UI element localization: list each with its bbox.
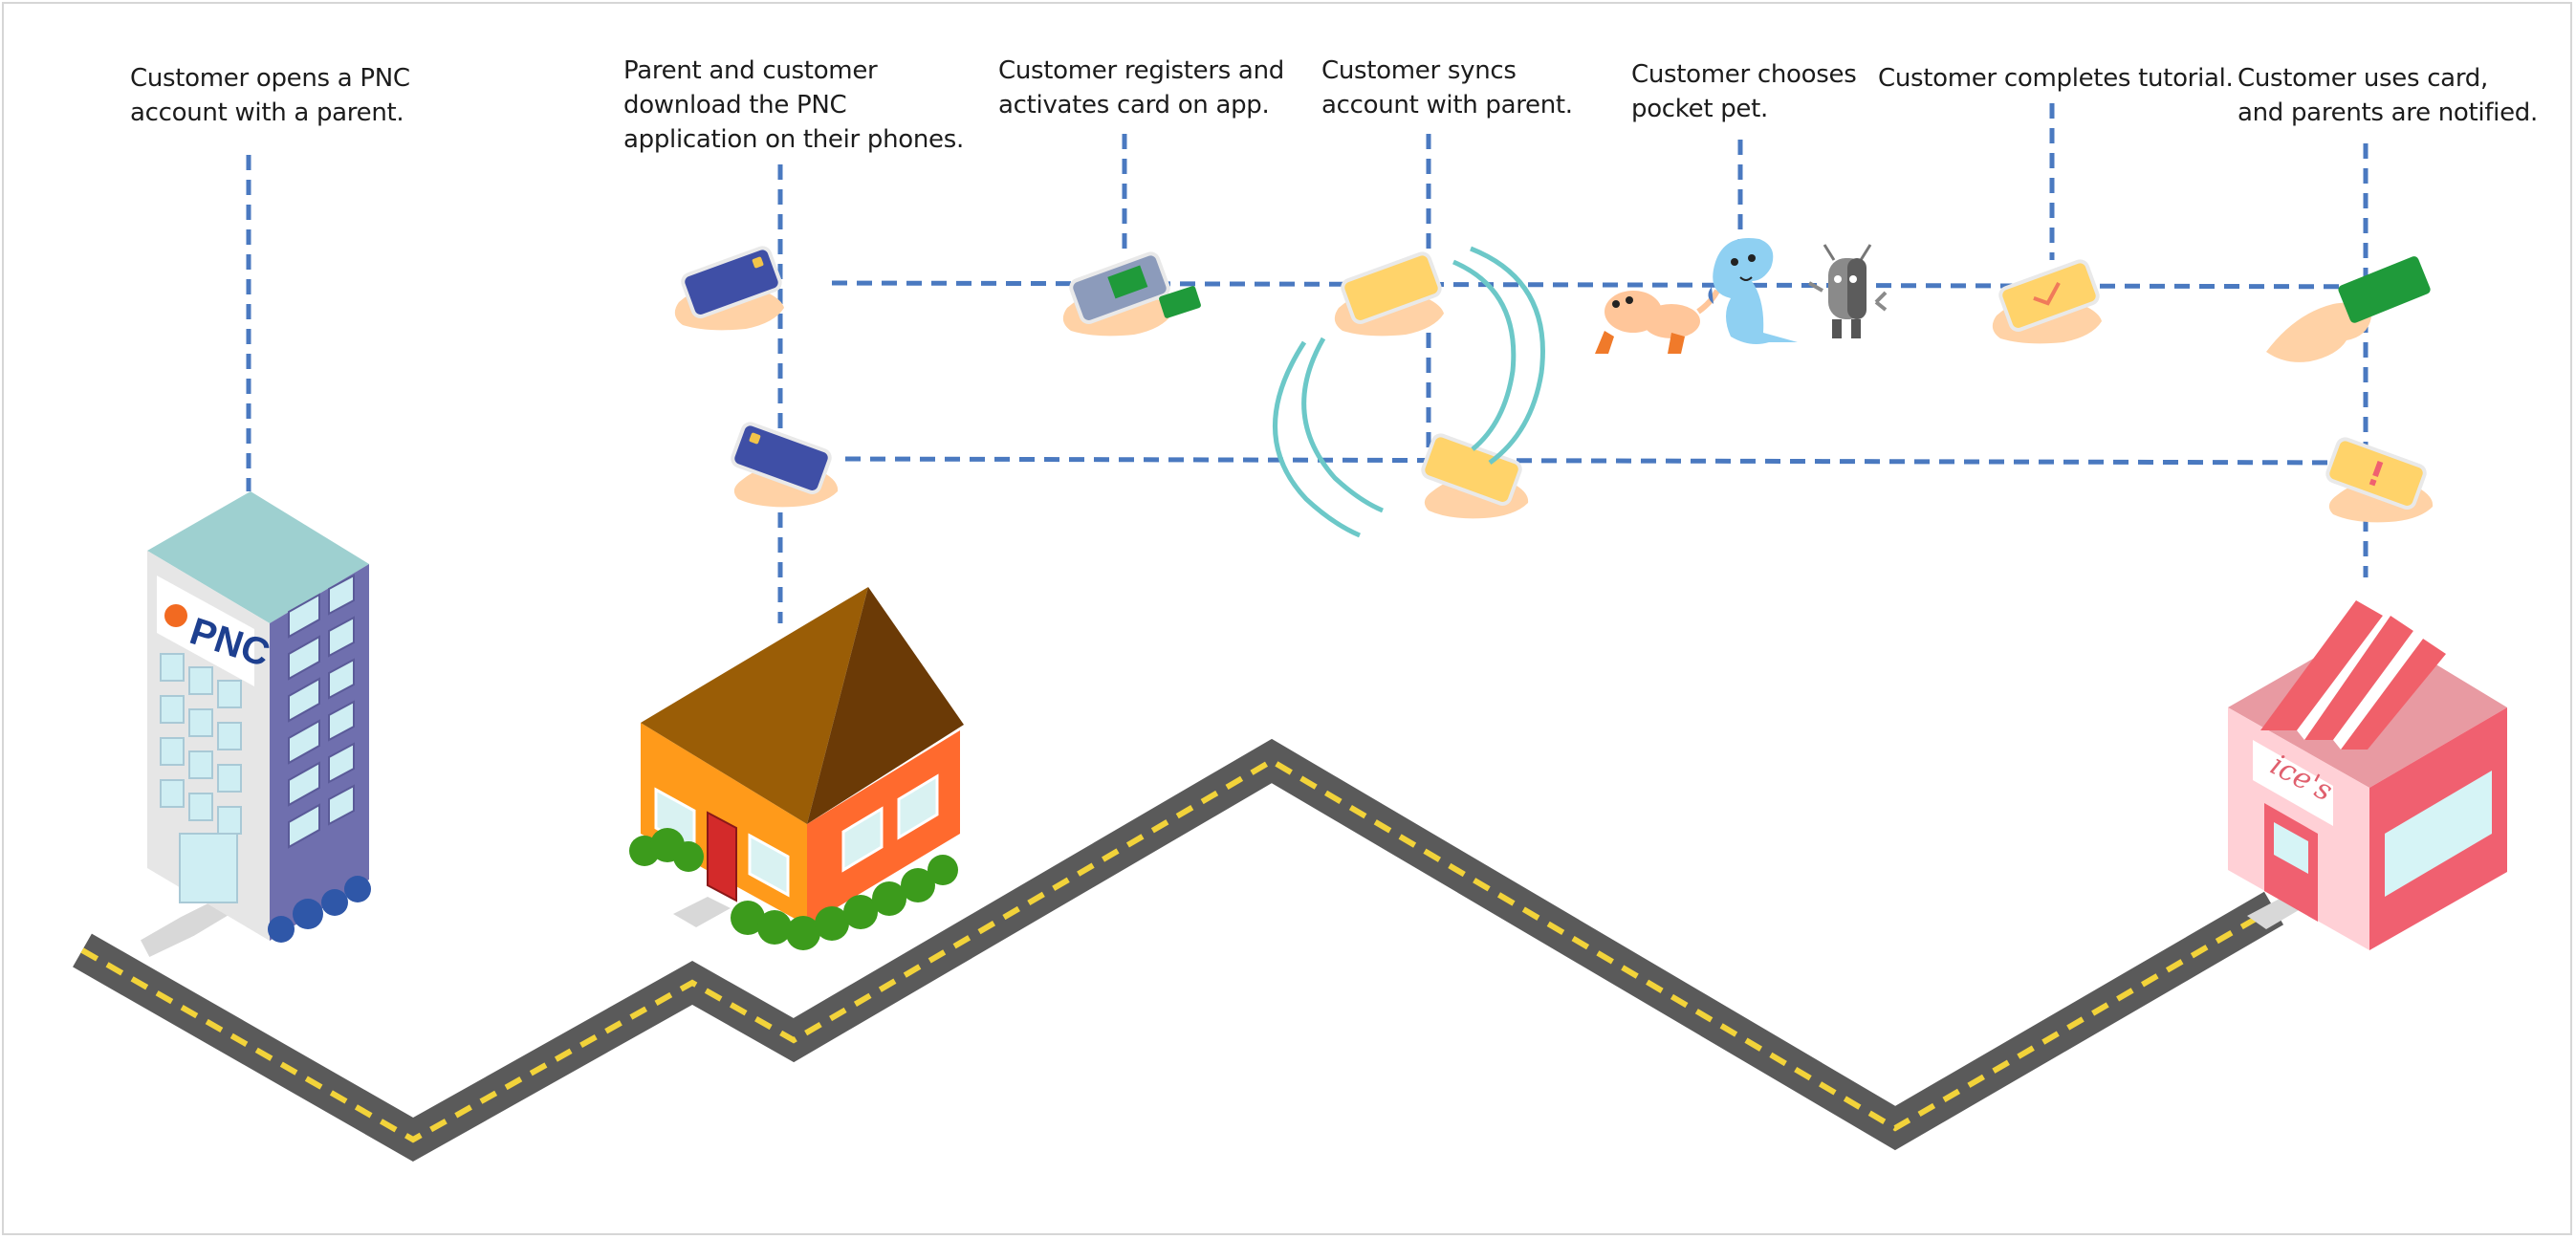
connector-top-row bbox=[831, 280, 2414, 290]
dinosaur-pet-icon bbox=[1708, 238, 1798, 344]
connector-lines bbox=[246, 103, 2414, 623]
hand-phone-sync-top bbox=[1334, 251, 1444, 337]
step-label-register-card: Customer registers and activates card on… bbox=[998, 56, 1284, 120]
step-label-download-app: Parent and customer download the PNC app… bbox=[623, 56, 964, 154]
green-card-icon bbox=[1159, 286, 1201, 318]
house-door bbox=[707, 811, 737, 902]
sync-signal-arcs bbox=[1273, 246, 1545, 538]
hand-phone-notify bbox=[2325, 437, 2434, 523]
bank-driveway bbox=[141, 896, 233, 958]
hand-phone-customer bbox=[731, 422, 839, 508]
road-center-line bbox=[80, 757, 2276, 1143]
dog-pet-icon bbox=[1595, 289, 1720, 354]
hand-green-card bbox=[2266, 256, 2431, 362]
pnc-logo-panel bbox=[157, 576, 254, 686]
house-bushes bbox=[629, 828, 958, 950]
connector-bottom-row bbox=[844, 456, 2367, 466]
hand-phone-tutorial bbox=[1992, 259, 2102, 344]
hand-phone-parent bbox=[674, 246, 784, 331]
journey-illustration: PNC ice's bbox=[73, 103, 2507, 1162]
step-label-tutorial: Customer completes tutorial. bbox=[1878, 64, 2234, 93]
house-driveway bbox=[673, 897, 731, 927]
road bbox=[73, 738, 2299, 1162]
family-house bbox=[629, 587, 964, 950]
phones-and-hands bbox=[674, 246, 2434, 538]
shop-sign-panel bbox=[2253, 740, 2333, 826]
step-label-sync-account: Customer syncs account with parent. bbox=[1321, 56, 1573, 120]
step-label-open-account: Customer opens a PNC account with a pare… bbox=[130, 64, 410, 127]
bank-shrubs bbox=[268, 876, 371, 943]
step-label-use-card: Customer uses card, and parents are noti… bbox=[2238, 64, 2538, 127]
hand-phone-sync-bottom bbox=[1421, 433, 1529, 519]
shop-awning bbox=[2260, 600, 2446, 750]
hand-phone-register bbox=[1062, 251, 1201, 337]
house-windows bbox=[654, 773, 939, 898]
shop-driveway bbox=[2247, 899, 2299, 929]
ice-shop: ice's bbox=[2228, 600, 2507, 950]
pnc-logo-mark bbox=[164, 604, 187, 627]
pocket-pets bbox=[1595, 238, 1888, 354]
pnc-bank-building: PNC bbox=[147, 491, 371, 943]
step-label-choose-pet: Customer chooses pocket pet. bbox=[1631, 60, 1857, 123]
robot-pet-icon bbox=[1808, 244, 1888, 338]
